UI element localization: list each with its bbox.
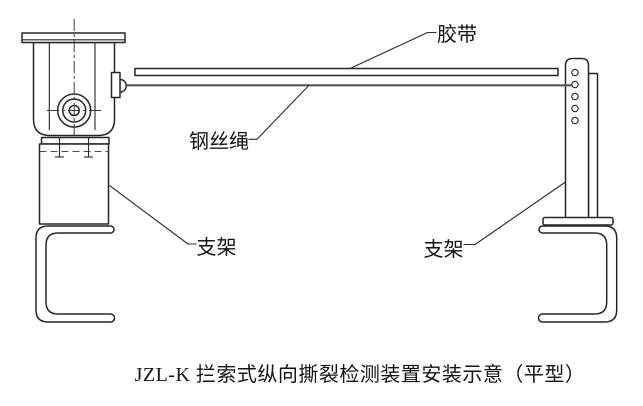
right-bracket-leader-line (463, 181, 566, 246)
left-bracket-column (38, 143, 110, 225)
right-mounting-plate (542, 216, 614, 226)
right-bracket-front-bar (564, 57, 590, 219)
mounting-bolt-left (53, 137, 66, 158)
right-bracket-label: 支架 (424, 238, 464, 261)
left-bracket-leader-line (109, 185, 197, 245)
rope-anchor-block (110, 71, 121, 99)
belt-label: 胶带 (437, 23, 477, 46)
detector-top-flange (21, 32, 126, 44)
wire-rope-leader-line (248, 84, 310, 140)
adjustment-hole (571, 92, 579, 101)
left-channel-foot (35, 225, 116, 323)
adjustment-hole (571, 68, 579, 77)
belt (134, 67, 559, 77)
adjustment-hole (571, 80, 579, 89)
detector-unit (21, 19, 128, 163)
rope-anchor-boss (119, 78, 128, 93)
wire-rope-label: 钢丝绳 (189, 130, 249, 153)
mounting-bolt-right (82, 137, 95, 158)
adjustment-hole (571, 104, 579, 113)
right-channel-foot (537, 225, 618, 323)
diagram-caption: JZL-K 拦索式纵向撕裂检测装置安装示意（平型） (135, 363, 586, 386)
left-bracket-label: 支架 (197, 236, 237, 259)
right-bracket-back-bar (587, 72, 599, 219)
right-support-bracket (537, 57, 618, 323)
belt-leader-line (348, 31, 437, 70)
right-bracket-holes (571, 68, 579, 125)
left-mounting-plate (40, 136, 110, 145)
left-support-bracket (35, 136, 116, 323)
adjustment-hole (571, 116, 579, 125)
